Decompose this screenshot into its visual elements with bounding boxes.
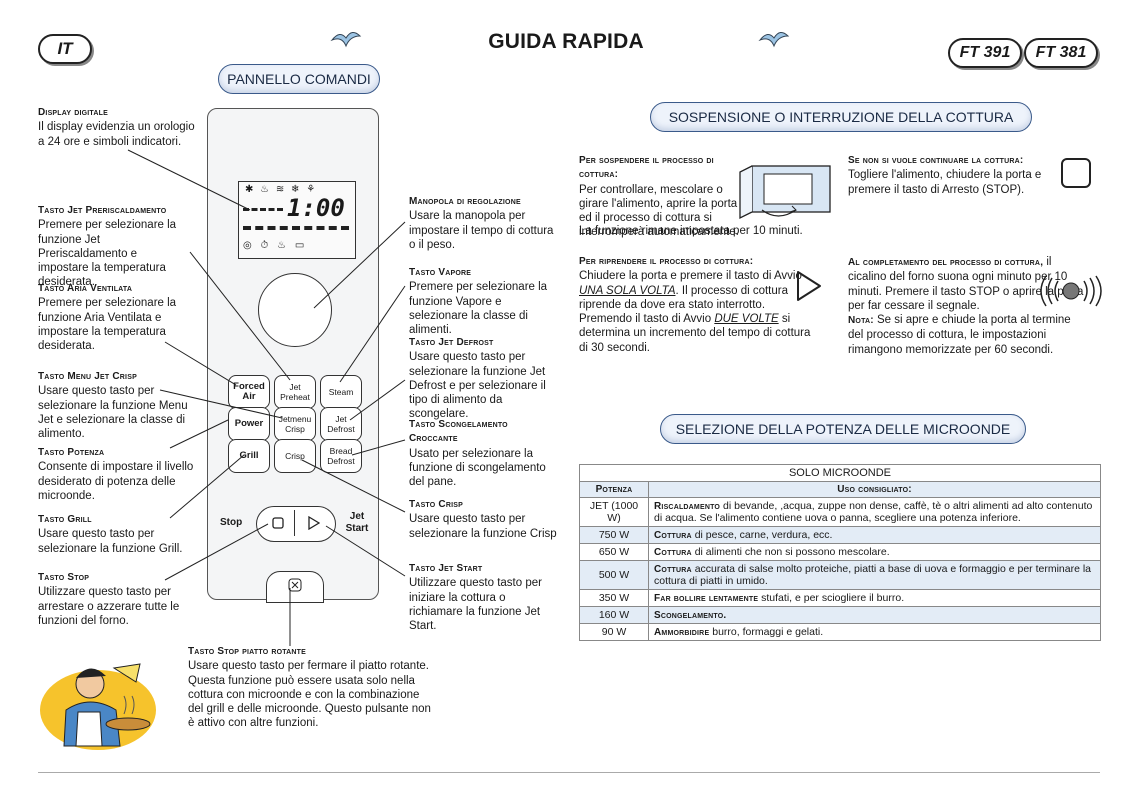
- stop-start-frame: [256, 506, 336, 542]
- jetmenu-crisp-button[interactable]: Jetmenu Crisp: [274, 407, 316, 441]
- jet-start-label: Jet Start: [345, 511, 369, 534]
- jet-defrost-button[interactable]: Jet Defrost: [320, 407, 362, 441]
- section-suspend-title: SOSPENSIONE O INTERRUZIONE DELLA COTTURA: [650, 102, 1032, 132]
- display-symbols: ◎ ⏱ ♨ ▭: [243, 240, 308, 251]
- table-row: 500 W Cottura accurata di salse molto pr…: [579, 560, 1101, 590]
- bird-icon: [330, 26, 362, 55]
- control-panel: ✱ ♨ ≋ ❄ ⚘ 1:00 ◎ ⏱ ♨ ▭ Forced Air Jet Pr…: [207, 108, 379, 603]
- display-symbols: ✱ ♨ ≋ ❄ ⚘: [245, 184, 318, 195]
- model-badge-1: FT 391: [948, 38, 1022, 68]
- model-badge-2: FT 381: [1024, 38, 1098, 68]
- suspend-p1-tail: La funzione rimane impostata per 10 minu…: [579, 225, 803, 237]
- play-icon: [797, 271, 821, 301]
- suspend-p2: Se non si vuole continuare la cottura:To…: [848, 155, 1042, 196]
- footer-divider: [38, 772, 1100, 773]
- table-row: 160 W Scongelamento.: [579, 606, 1101, 624]
- display-bars: [243, 226, 349, 230]
- display-time: 1:00: [287, 194, 345, 222]
- table-header-use: Uso consigliato:: [648, 481, 1101, 498]
- digital-display: ✱ ♨ ≋ ❄ ⚘ 1:00 ◎ ⏱ ♨ ▭: [238, 181, 356, 259]
- table-row: 750 W Cottura di pesce, carne, verdura, …: [579, 526, 1101, 544]
- crisp-button[interactable]: Crisp: [274, 439, 316, 473]
- suspend-p1: Per sospendere il processo di cottura:Pe…: [579, 155, 739, 239]
- power-table: SOLO MICROONDE Potenza Uso consigliato: …: [579, 464, 1101, 641]
- section-panel-title: PANNELLO COMANDI: [218, 64, 380, 94]
- page-title: GUIDA RAPIDA: [488, 30, 644, 53]
- beeper-icon: [1040, 275, 1102, 307]
- table-row: 350 W Far bollire lentamente stufati, e …: [579, 589, 1101, 607]
- table-caption: SOLO MICROONDE: [579, 464, 1101, 482]
- display-bars: [243, 208, 283, 211]
- turntable-icon: [288, 578, 302, 592]
- grill-button[interactable]: Grill: [228, 439, 270, 473]
- section-power-title: SELEZIONE DELLA POTENZA DELLE MICROONDE: [660, 414, 1026, 444]
- power-button[interactable]: Power: [228, 407, 270, 441]
- play-icon: [308, 516, 320, 530]
- control-knob[interactable]: [258, 273, 332, 347]
- stop-button[interactable]: [262, 510, 295, 536]
- turntable-stop-button[interactable]: [266, 571, 324, 603]
- chef-illustration: [40, 663, 156, 750]
- table-row: 650 W Cottura di alimenti che non si pos…: [579, 543, 1101, 561]
- stop-label: Stop: [220, 517, 243, 528]
- square-icon: [272, 517, 284, 529]
- bread-defrost-button[interactable]: Bread Defrost: [320, 439, 362, 473]
- table-header-power: Potenza: [579, 481, 649, 498]
- stop-icon: [1061, 158, 1091, 188]
- forced-air-button[interactable]: Forced Air: [228, 375, 270, 409]
- suspend-p4: Al completamento del processo di cottura…: [848, 256, 1084, 356]
- table-row: 90 W Ammorbidire burro, formaggi e gelat…: [579, 623, 1101, 641]
- suspend-p3: Per riprendere il processo di cottura: C…: [579, 256, 811, 354]
- microwave-open-icon: [739, 165, 831, 220]
- bird-icon: [758, 26, 790, 55]
- table-row: JET (1000 W) Riscaldamento di bevande, ,…: [579, 497, 1101, 527]
- start-button[interactable]: [298, 510, 330, 536]
- language-badge: IT: [38, 34, 92, 64]
